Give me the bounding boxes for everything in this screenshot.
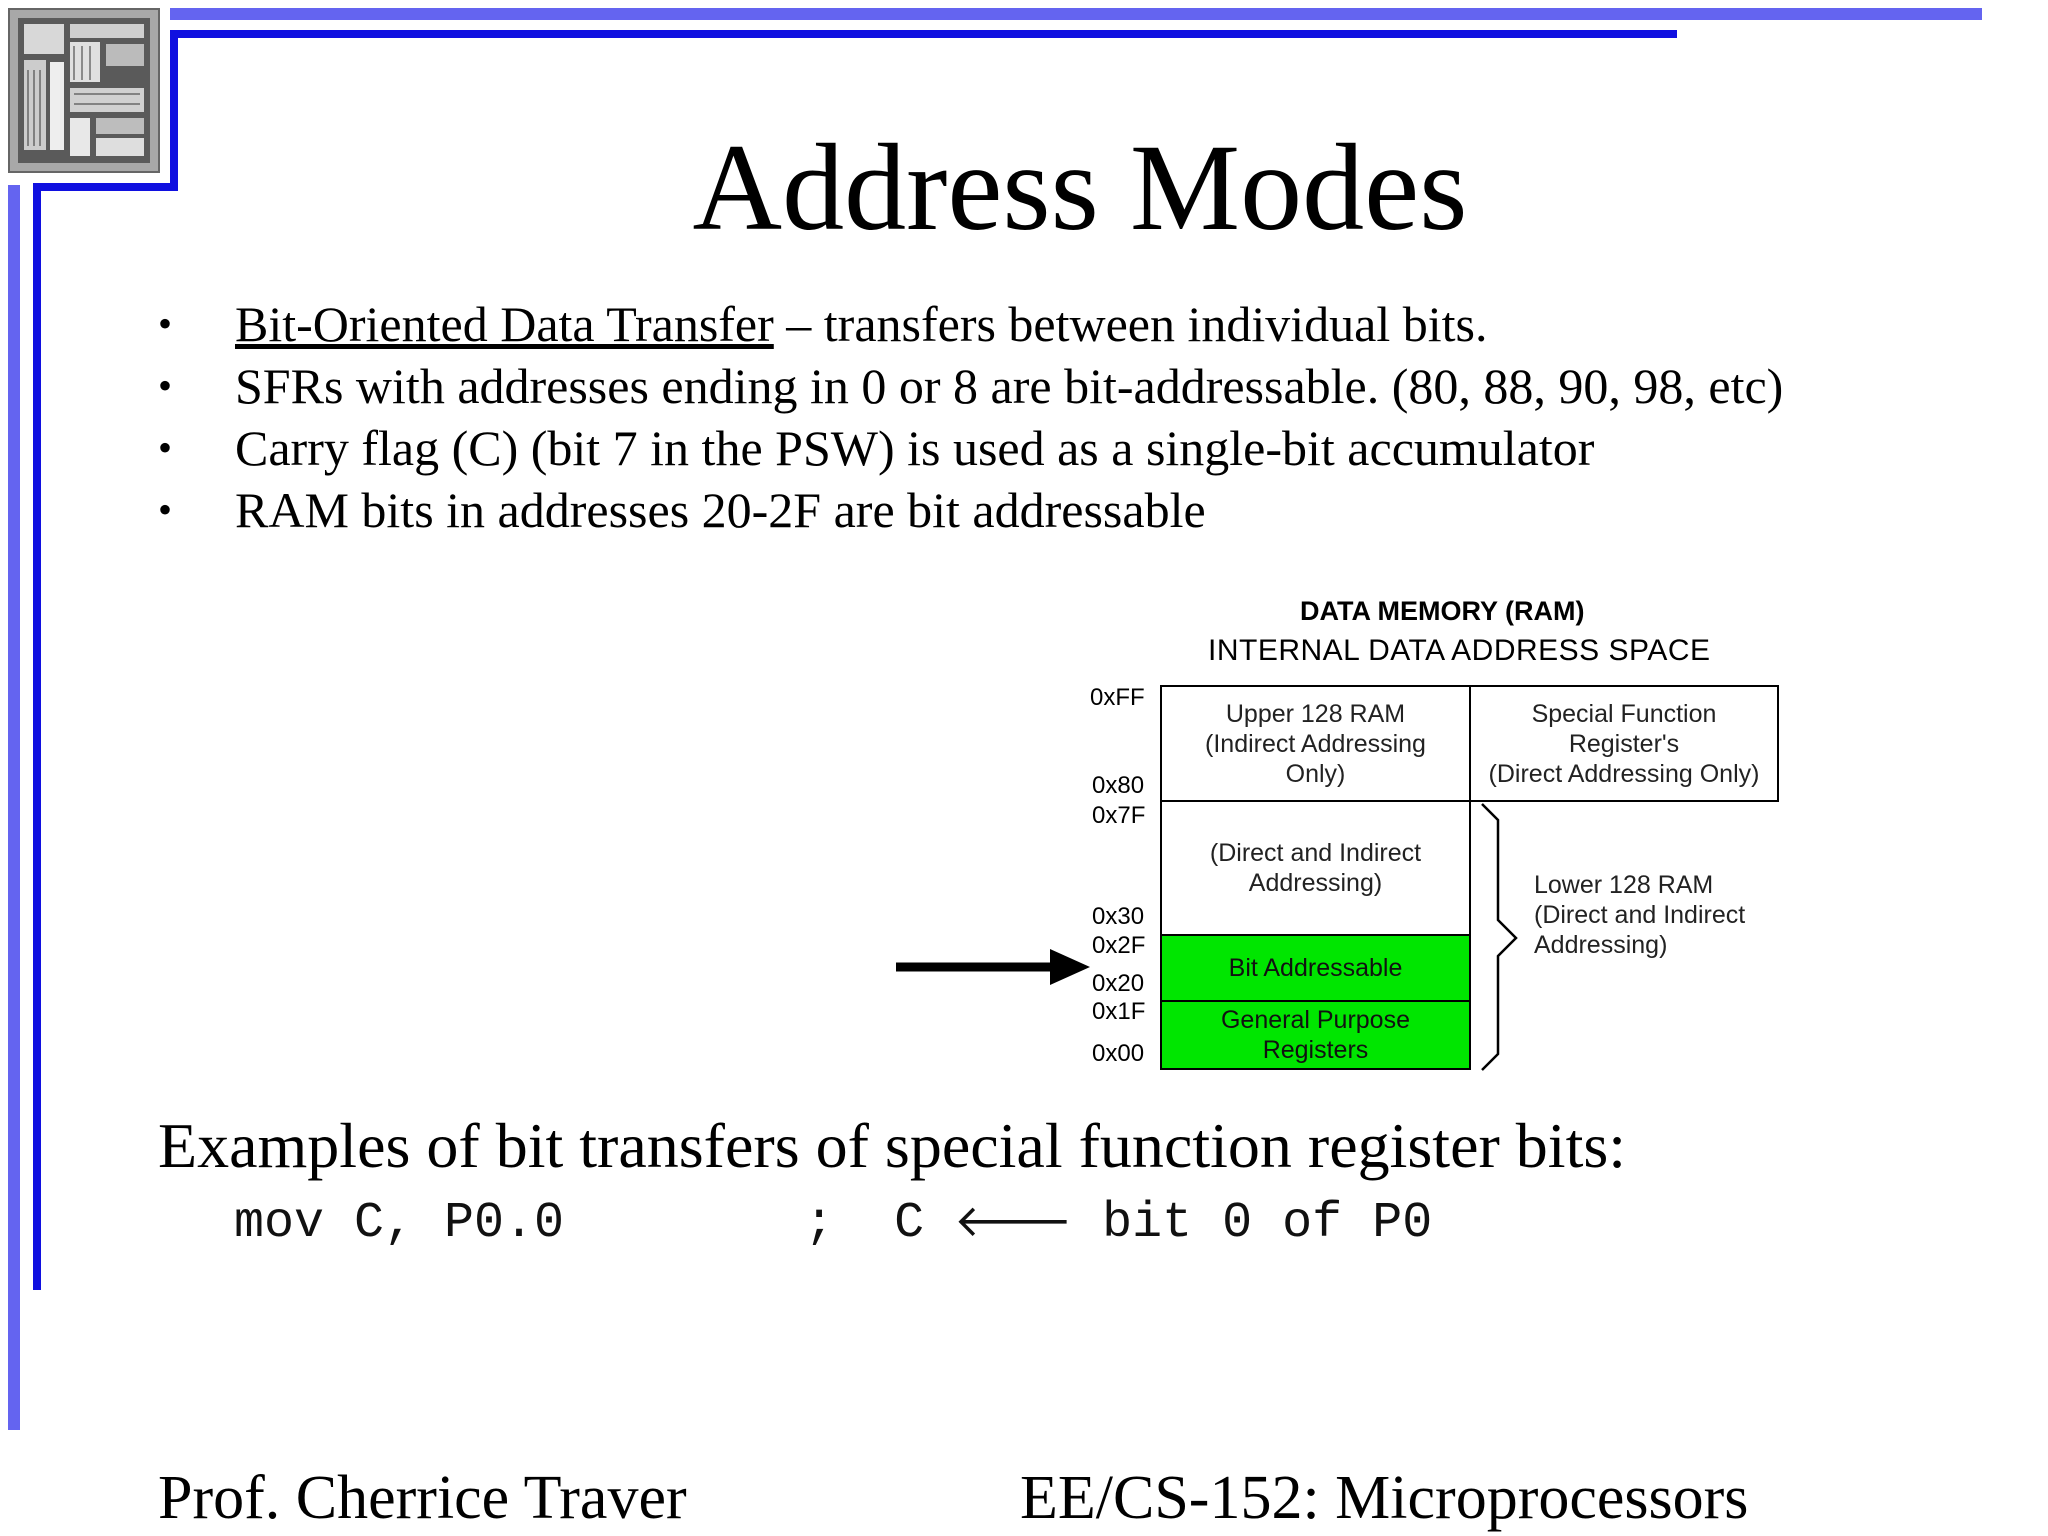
lower-128-ram-label: Lower 128 RAM (Direct and Indirect Addre…: [1534, 871, 1746, 959]
address-label: 0x7F: [1092, 802, 1146, 829]
bullet-item: • RAM bits in addresses 20-2F are bit ad…: [158, 479, 1783, 541]
bullet-text: – transfers between individual bits.: [773, 296, 1488, 352]
bullet-text: RAM bits in addresses 20-2F are bit addr…: [235, 482, 1206, 538]
bullet-dot: •: [158, 363, 173, 408]
diagram-title: DATA MEMORY (RAM): [1300, 596, 1585, 626]
bullet-dot: •: [158, 425, 173, 470]
bullet-dot: •: [158, 487, 173, 532]
address-label: 0xFF: [1090, 684, 1145, 711]
right-arrow-icon: [896, 949, 1090, 985]
bullet-item: • Carry flag (C) (bit 7 in the PSW) is u…: [158, 417, 1783, 479]
upper-128-ram-block: Upper 128 RAM (Indirect Addressing Only): [1160, 685, 1471, 802]
code-instruction: mov C, P0.0: [234, 1195, 565, 1252]
address-label: 0x2F: [1092, 932, 1146, 959]
slide-title: Address Modes: [692, 119, 1468, 256]
address-label: 0x80: [1092, 772, 1145, 799]
address-label: 0x20: [1092, 970, 1145, 997]
left-frame-bar-inner: [33, 185, 41, 1290]
diagram-subtitle: INTERNAL DATA ADDRESS SPACE: [1208, 634, 1711, 667]
general-purpose-registers-block: General Purpose Registers: [1160, 1000, 1471, 1070]
chip-die-logo: [8, 8, 160, 173]
address-label: 0x00: [1092, 1040, 1145, 1067]
bullet-text: Carry flag (C) (bit 7 in the PSW) is use…: [235, 420, 1595, 476]
footer-course: EE/CS-152: Microprocessors: [1020, 1464, 1749, 1532]
frame-corner-horizontal: [33, 183, 178, 191]
bullet-text: SFRs with addresses ending in 0 or 8 are…: [235, 358, 1784, 414]
bullet-item: • Bit-Oriented Data Transfer – transfers…: [158, 293, 1783, 355]
top-frame-bar-inner: [170, 30, 1677, 38]
data-memory-diagram: DATA MEMORY (RAM) INTERNAL DATA ADDRESS …: [880, 590, 1820, 1080]
bit-addressable-block: Bit Addressable: [1160, 934, 1471, 1002]
bullet-dot: •: [158, 301, 173, 346]
address-label: 0x1F: [1092, 998, 1146, 1025]
code-comment-start: ; C: [804, 1195, 955, 1252]
left-arrow-icon: 🡐: [954, 1196, 1073, 1247]
top-frame-bar: [170, 8, 1982, 20]
left-frame-bar: [8, 185, 20, 1430]
code-line: mov C, P0.0 ; C 🡐 bit 0 of P0: [234, 1192, 1432, 1254]
bullet-emphasis: Bit-Oriented Data Transfer: [235, 296, 774, 352]
bullet-list: • Bit-Oriented Data Transfer – transfers…: [158, 293, 1783, 541]
address-label: 0x30: [1092, 903, 1145, 930]
footer-author: Prof. Cherrice Traver: [158, 1464, 687, 1532]
examples-heading: Examples of bit transfers of special fun…: [158, 1110, 1627, 1181]
brace-icon: [1481, 803, 1518, 1071]
frame-corner-vertical: [170, 30, 178, 191]
code-comment-end: bit 0 of P0: [1072, 1195, 1433, 1252]
direct-indirect-block: (Direct and Indirect Addressing): [1160, 800, 1471, 936]
bullet-item: • SFRs with addresses ending in 0 or 8 a…: [158, 355, 1783, 417]
sfr-block: Special Function Register's (Direct Addr…: [1469, 685, 1779, 802]
